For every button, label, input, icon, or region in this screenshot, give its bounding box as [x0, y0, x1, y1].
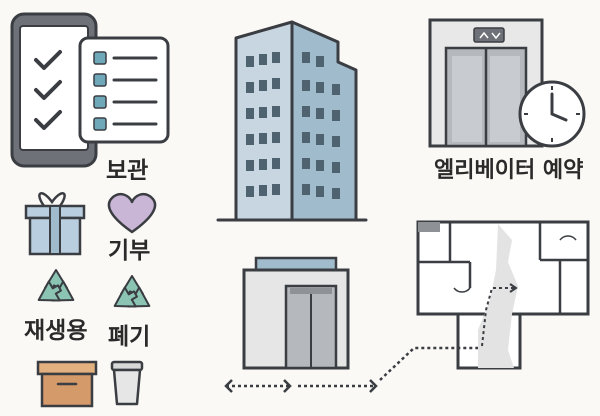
elevator-building-icon — [242, 256, 350, 370]
elevator-reservation-label: 엘리베이터 예약 — [434, 158, 584, 183]
recycle-icon — [108, 275, 156, 317]
recycling-label: 재생용 — [24, 318, 88, 344]
disposal-label: 폐기 — [108, 324, 151, 350]
storage-label: 보관 — [106, 158, 149, 184]
elevator-icon — [428, 18, 544, 148]
clock-icon — [518, 80, 586, 148]
route-arrow-icon — [298, 346, 478, 393]
trash-bin-icon — [110, 360, 144, 406]
heart-icon — [107, 192, 157, 234]
clipboard-checklist-icon — [78, 36, 170, 144]
donation-label: 기부 — [108, 238, 151, 264]
cardboard-box-icon — [36, 360, 98, 408]
recycle-icon — [32, 269, 80, 311]
gift-box-icon — [24, 192, 86, 256]
floor-plan-icon — [416, 220, 590, 370]
apartment-tower-icon — [216, 20, 368, 222]
double-arrow-icon — [224, 379, 292, 393]
